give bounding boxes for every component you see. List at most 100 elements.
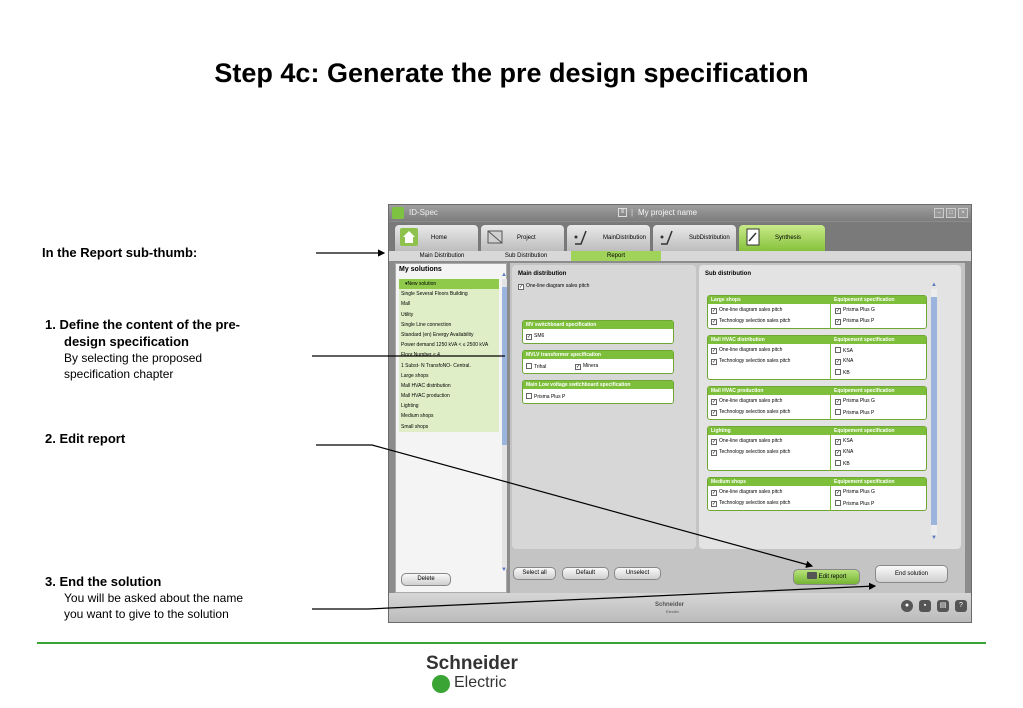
solutions-title: My solutions: [399, 266, 442, 273]
sub-option-checkbox[interactable]: KSA: [835, 347, 853, 354]
sub-option-checkbox[interactable]: ✓KNA: [835, 358, 853, 365]
print-icon[interactable]: ▤: [937, 600, 949, 612]
sub-option-checkbox[interactable]: ✓Technology selection sales pitch: [711, 500, 790, 507]
checkbox-checked-icon: ✓: [518, 284, 524, 290]
sub-option-checkbox[interactable]: ✓Technology selection sales pitch: [711, 409, 790, 416]
sub-option-checkbox[interactable]: ✓Prisma Plus G: [835, 489, 875, 496]
sub-option-checkbox[interactable]: KB: [835, 460, 850, 467]
solution-list-item[interactable]: Mall: [399, 299, 499, 310]
sub-option-checkbox[interactable]: ✓One-line diagram sales pitch: [711, 489, 782, 496]
checkbox-checked-icon: ✓: [711, 490, 717, 496]
solution-list-item[interactable]: Mall HVAC distribution: [399, 380, 499, 392]
close-icon[interactable]: ×: [958, 208, 968, 218]
prisma-plus-p-label: Prisma Plus P: [534, 394, 566, 400]
delete-button[interactable]: Delete: [401, 573, 451, 586]
sub-option-checkbox[interactable]: ✓One-line diagram sales pitch: [711, 347, 782, 354]
select-all-button[interactable]: Select all: [513, 567, 556, 580]
note-step3: 3. End the solution You will be asked ab…: [45, 573, 243, 622]
sub-group-name: Lighting: [711, 428, 731, 434]
save-icon[interactable]: ▪: [919, 600, 931, 612]
electric-mark-icon: [432, 675, 450, 693]
footer-icons: ● ▪ ▤?: [895, 600, 967, 612]
maximize-icon[interactable]: □: [946, 208, 956, 218]
minimize-icon[interactable]: –: [934, 208, 944, 218]
tab-home[interactable]: Home: [394, 224, 479, 251]
solution-list-item[interactable]: Medium shops: [399, 411, 499, 422]
solution-list-item[interactable]: Lighting: [399, 401, 499, 412]
sub-option-label: KSA: [843, 438, 854, 444]
mv-switchboard-title: MV switchboard specification: [523, 321, 673, 329]
sub-option-checkbox[interactable]: ✓Prisma Plus G: [835, 307, 875, 314]
solution-list-item[interactable]: Standard (en) Energy Availability: [399, 329, 499, 341]
scroll-thumb[interactable]: [931, 297, 937, 525]
help-icon[interactable]: ?: [955, 600, 967, 612]
sub-distribution-scrollbar[interactable]: ▲ ▼: [931, 282, 937, 541]
column-divider: [830, 344, 831, 380]
end-solution-button[interactable]: End solution: [875, 565, 948, 583]
sub-option-checkbox[interactable]: Prisma Plus P: [835, 500, 874, 507]
solution-list-item[interactable]: Mall HVAC production: [399, 391, 499, 402]
unselect-button[interactable]: Unselect: [614, 567, 661, 580]
eye-icon[interactable]: ●: [901, 600, 913, 612]
checkbox-checked-icon: ✓: [835, 450, 841, 456]
sub-option-checkbox[interactable]: ✓Prisma Plus P: [835, 318, 874, 325]
solution-list-item[interactable]: Single Line connection: [399, 319, 499, 330]
prisma-plus-p-checkbox[interactable]: Prisma Plus P: [526, 393, 565, 400]
solution-list-item[interactable]: Single Several Floors Building: [399, 289, 499, 300]
sub-option-checkbox[interactable]: ✓One-line diagram sales pitch: [711, 398, 782, 405]
scroll-down-icon[interactable]: ▼: [501, 567, 507, 573]
solution-list-item[interactable]: Floor Number ≤ 4: [399, 350, 499, 361]
sub-option-checkbox[interactable]: ✓One-line diagram sales pitch: [711, 438, 782, 445]
footer-divider: [37, 642, 986, 644]
checkbox-checked-icon: ✓: [835, 319, 841, 325]
sub-option-label: One-line diagram sales pitch: [719, 398, 783, 404]
sub-option-checkbox[interactable]: ✓KNA: [835, 449, 853, 456]
app-logo-icon: [392, 207, 404, 219]
solution-list-item[interactable]: Power demand 1250 kVA < ≤ 2500 kVA: [399, 340, 499, 351]
subtab-main-distribution[interactable]: Main Distribution: [419, 253, 465, 259]
sm6-checkbox[interactable]: ✓SM6: [526, 333, 544, 340]
default-button[interactable]: Default: [562, 567, 609, 580]
minera-checkbox[interactable]: ✓Minera: [575, 363, 598, 370]
sub-group-name: Mall HVAC distribution: [711, 337, 765, 343]
scroll-thumb[interactable]: [502, 287, 507, 445]
column-divider: [830, 304, 831, 329]
column-divider: [830, 486, 831, 511]
tab-subdistribution[interactable]: SubDistribution: [652, 224, 737, 251]
tab-synthesis[interactable]: Synthesis: [738, 224, 826, 251]
sub-option-checkbox[interactable]: KB: [835, 369, 850, 376]
one-line-checkbox[interactable]: ✓One-line diagram sales pitch: [518, 283, 589, 290]
tab-maindistribution[interactable]: MainDistribution: [566, 224, 651, 251]
sub-option-label: Prisma Plus P: [843, 410, 875, 416]
subtab-report[interactable]: Report: [571, 251, 661, 261]
solution-list-item[interactable]: Small shops: [399, 421, 499, 432]
solution-list-item[interactable]: Utility: [399, 309, 499, 320]
trihal-checkbox[interactable]: Trihal: [526, 363, 546, 370]
sub-option-checkbox[interactable]: ✓Technology selection sales pitch: [711, 449, 790, 456]
sub-option-label: Technology selection sales pitch: [719, 358, 791, 364]
solution-list-item[interactable]: 1 Subst- N TransfoNO- Central.: [399, 360, 499, 371]
solution-list-item[interactable]: ▾New solution: [399, 279, 499, 290]
document-icon: [746, 228, 760, 246]
note-step2: 2. Edit report: [45, 431, 126, 446]
sub-option-checkbox[interactable]: ✓One-line diagram sales pitch: [711, 307, 782, 314]
solution-list-item[interactable]: Large shops: [399, 370, 499, 381]
sub-option-checkbox[interactable]: Prisma Plus P: [835, 409, 874, 416]
sub-option-label: KNA: [843, 358, 854, 364]
project-icon[interactable]: ≡: [618, 208, 627, 217]
solutions-scrollbar[interactable]: ▲ ▼: [501, 272, 507, 573]
sub-option-checkbox[interactable]: ✓KSA: [835, 438, 853, 445]
scroll-up-icon[interactable]: ▲: [931, 282, 937, 288]
sub-option-checkbox[interactable]: ✓Prisma Plus G: [835, 398, 875, 405]
scroll-up-icon[interactable]: ▲: [501, 272, 507, 278]
scroll-down-icon[interactable]: ▼: [931, 535, 937, 541]
edit-report-button[interactable]: Edit report: [793, 569, 860, 585]
tab-project[interactable]: Project: [480, 224, 565, 251]
sub-option-checkbox[interactable]: ✓Technology selection sales pitch: [711, 318, 790, 325]
sub-option-label: One-line diagram sales pitch: [719, 438, 783, 444]
sub-option-label: KNA: [843, 449, 854, 455]
sub-option-checkbox[interactable]: ✓Technology selection sales pitch: [711, 358, 790, 365]
subtab-sub-distribution[interactable]: Sub Distribution: [504, 253, 548, 259]
